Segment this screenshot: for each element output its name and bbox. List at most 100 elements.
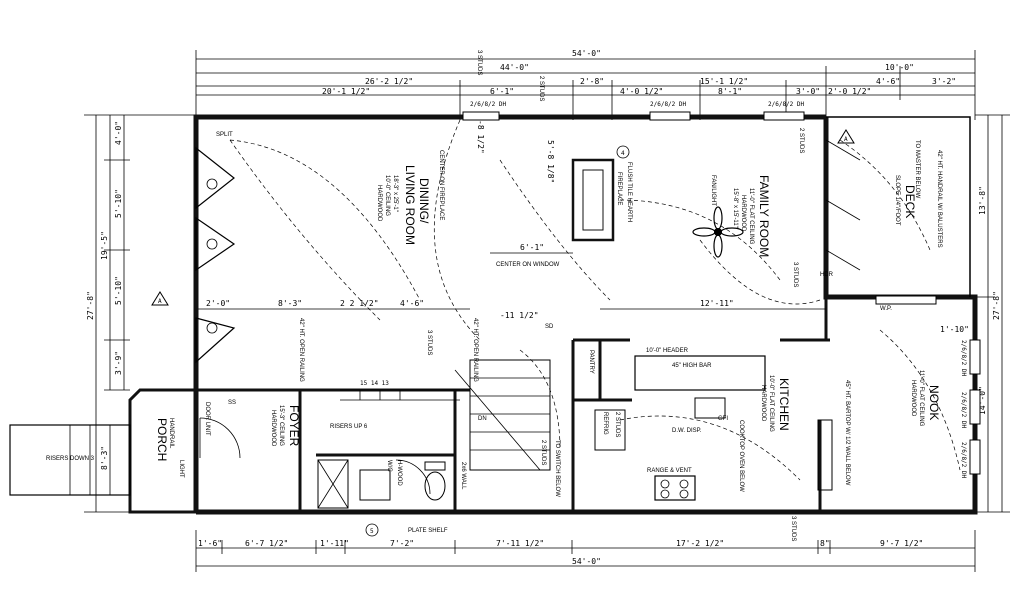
- window-label-right3: 2/6/8/2 DH: [960, 442, 967, 479]
- dim-top-15: 15'-1 1/2": [700, 77, 748, 86]
- studs-3b: 3 STUDS: [426, 330, 432, 355]
- wp-label: W.P.: [880, 306, 892, 312]
- window-label-top2: 2/6/8/2 DH: [650, 101, 687, 108]
- stair-dn: DN: [478, 416, 487, 422]
- window-label-top3: 2/6/8/2 DH: [768, 101, 805, 108]
- dim-2-0: 2'-0": [206, 299, 230, 308]
- kitchen-ceiling: 10'-0" FLAT CEILING: [768, 375, 774, 432]
- dw-disp: D.W. DISP.: [672, 428, 702, 434]
- top-dimension-lines: 54'-0" 44'-0" 10'-0" 26'-2 1/2" 2'-8" 15…: [195, 49, 976, 120]
- studs-2c: 2 STUDS: [614, 412, 620, 437]
- dim-top-6-1: 6'-1": [490, 87, 514, 96]
- dim-left-4-0: 4'-0": [114, 121, 123, 145]
- dim-right-27-8: 27'-8": [992, 291, 1001, 320]
- sd-label: SD: [545, 324, 554, 330]
- kitchen-floor: HARDWOOD: [760, 385, 766, 422]
- wall-2x6: 2x6 WALL: [460, 462, 466, 490]
- interior-dimensions: 2'-0" 8'-3" 2 2 1/2" 4'-6" 12'-11" 6'-1"…: [198, 120, 969, 334]
- porch-light: LIGHT: [178, 460, 184, 478]
- studs-2b: 2 STUDS: [798, 128, 804, 153]
- room-nook-label: NOOK: [927, 385, 941, 420]
- dim-top-26: 26'-2 1/2": [365, 77, 413, 86]
- doors: [199, 417, 431, 495]
- dim-bottom-overall: 54'-0": [572, 557, 601, 566]
- dim-12-11: 12'-11": [700, 299, 734, 308]
- bartop-note: 45" HT. BARTOP W/ 1/2 WALL BELOW: [844, 380, 850, 486]
- fireplace-label: FIREPLACE: [616, 172, 622, 205]
- marker-5: 5: [370, 528, 374, 535]
- to-switch: TO SWITCH BELOW: [554, 440, 560, 497]
- header-label: 10'-0" HEADER: [646, 348, 689, 354]
- foyer-floor: HARDWOOD: [270, 410, 276, 447]
- ss-label: SS: [228, 400, 236, 406]
- porch-handrail: HANDRAIL: [168, 418, 174, 449]
- window-label-right2: 2/6/8/2 DH: [960, 392, 967, 429]
- dim-top-20: 20'-1 1/2": [322, 87, 370, 96]
- deck-structure: [825, 139, 937, 305]
- kitchen-fixtures: [594, 355, 833, 501]
- open-railing-1: 42" HT. OPEN RAILING: [298, 318, 304, 382]
- top-windows: 2/6/8/2 DH 2/6/8/2 DH 2/6/8/2 DH: [462, 101, 805, 121]
- high-bar: 45" HIGH BAR: [672, 363, 712, 369]
- annotations: CENTER ON WINDOW FLUSH TILE HEARTH FIREP…: [204, 50, 892, 541]
- living-ceiling: 10'-0" CEILING: [384, 175, 390, 216]
- dim-left-27-8: 27'-8": [86, 291, 95, 320]
- room-porch-label: PORCH: [155, 418, 169, 461]
- studs-2d: 2 STUDS: [540, 440, 546, 465]
- exterior-walls: [193, 114, 978, 515]
- split-label: SPLIT: [216, 132, 233, 138]
- electrical-arcs: [229, 119, 961, 481]
- family-size: 15'-8" x 15'-11": [732, 188, 738, 228]
- interior-walls: [128, 158, 830, 514]
- studs-3a: 3 STUDS: [476, 50, 482, 75]
- dim-bottom-7-11: 7'-11 1/2": [496, 539, 544, 548]
- dim-right-1-10: 1'-10": [940, 325, 969, 334]
- dim-left-5-10b: 5'-10": [114, 276, 123, 305]
- range-vent: RANGE & VENT: [647, 468, 692, 474]
- dim-8-3: 8'-3": [278, 299, 302, 308]
- dim-right-13-8: 13'-8": [978, 186, 987, 215]
- bottom-dimension-lines: 1'-6" 6'-7 1/2" 1'-11" 7'-2" 7'-11 1/2" …: [195, 530, 976, 572]
- room-foyer-label: FOYER: [287, 405, 301, 447]
- deck-slope: SLOPE 1/4"/FOOT: [894, 175, 900, 226]
- flush-hearth: FLUSH TILE HEARTH: [626, 162, 632, 222]
- dim-6-1: 6'-1": [520, 243, 544, 252]
- nook-floor: HARDWOOD: [910, 380, 916, 417]
- dim-left-5-10a: 5'-10": [114, 189, 123, 218]
- right-dimension-lines: 27'-8" 13'-8" 14'-0": [975, 114, 1010, 513]
- pantry-label: PANTRY: [588, 350, 594, 374]
- dim-top-2-8: 2'-8": [580, 77, 604, 86]
- dim-top-44: 44'-0": [500, 63, 529, 72]
- dim-2-8: -8 1/2": [476, 120, 485, 154]
- left-dimension-lines: 27'-8" 19'-5" 4'-0" 5'-10" 5'-10" 3'-9" …: [84, 114, 196, 513]
- center-window: CENTER ON WINDOW: [496, 262, 560, 268]
- family-floor: HARDWOOD: [740, 195, 746, 232]
- family-ceiling: 11'-0" FLAT CEILING: [748, 188, 754, 245]
- living-size: 18'-3" x 25'-1": [392, 175, 398, 212]
- dim-left-19-5: 19'-5": [100, 231, 109, 260]
- dim-top-4-0: 4'-0 1/2": [620, 87, 663, 96]
- room-dining-label: DINING/: [417, 178, 431, 224]
- dim-top-overall: 54'-0": [572, 49, 601, 58]
- door-unit: DOOR UNIT: [204, 402, 210, 436]
- dim-top-2-0: 2'-0 1/2": [828, 87, 871, 96]
- to-master: TO MASTER BELOW: [914, 140, 920, 199]
- marker-4: 4: [621, 150, 625, 157]
- dim-5-8: 5'-8 1/8": [546, 140, 555, 183]
- stairs: 15 14 13: [340, 359, 551, 471]
- right-windows: 2/6/8/2 DH 2/6/8/2 DH 2/6/8/2 DH: [960, 339, 981, 479]
- dim-bottom-17-2: 17'-2 1/2": [676, 539, 724, 548]
- dim-11-12: -11 1/2": [500, 311, 539, 320]
- dim-bottom-9-7: 9'-7 1/2": [880, 539, 923, 548]
- nook-ceiling: 11'-0" FLAT CEILING: [918, 370, 924, 427]
- marker-a-left: A: [158, 298, 162, 305]
- step-numbers: 15 14 13: [360, 380, 389, 387]
- plate-shelf: PLATE SHELF: [408, 528, 448, 534]
- gfi-label: GFI: [718, 416, 728, 422]
- refrig-label: REFRIG: [602, 412, 608, 435]
- hdr-label: HDR: [820, 272, 834, 278]
- studs-2a: 2 STUDS: [538, 76, 544, 101]
- room-living-label: LIVING ROOM: [403, 165, 417, 245]
- dim-bottom-1-6: 1'-6": [198, 539, 222, 548]
